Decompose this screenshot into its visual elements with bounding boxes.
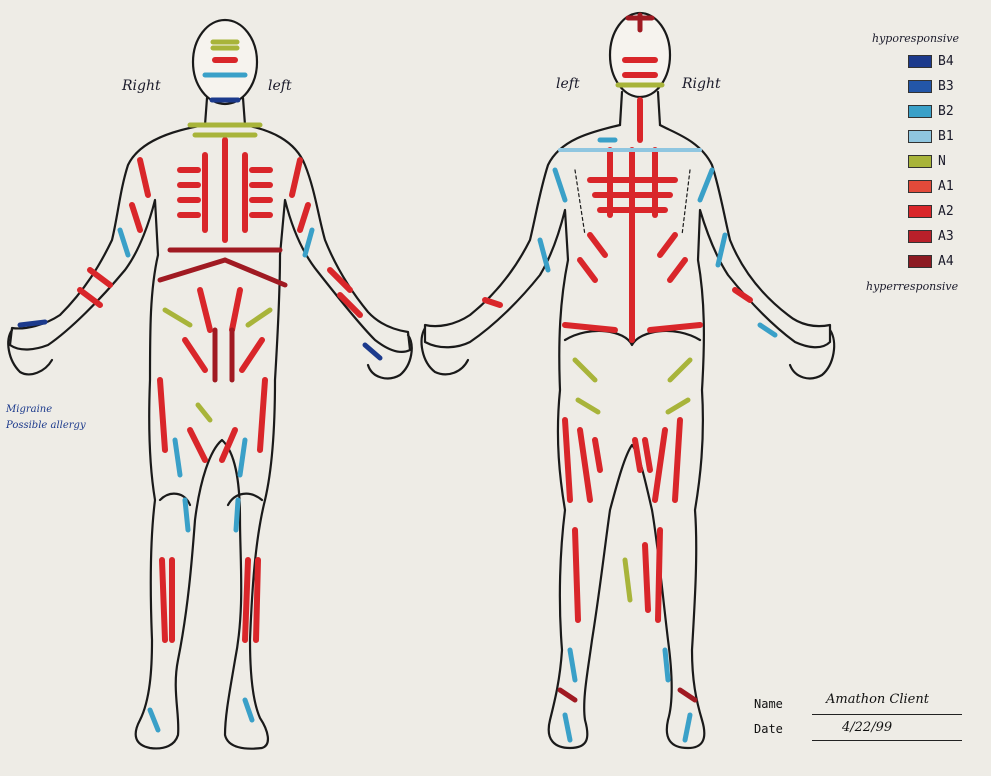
legend-label-b3: B3: [938, 79, 954, 94]
front-figure: [8, 20, 411, 749]
back-figure: [422, 13, 835, 748]
legend-row-a4: A4: [908, 254, 954, 268]
legend-label-a1: A1: [938, 179, 954, 194]
back-label-right: Right: [682, 76, 721, 92]
legend-swatch-a4: [908, 255, 932, 268]
legend-label-n: N: [938, 154, 946, 169]
legend-row-b4: B4: [908, 54, 954, 68]
legend-label-b2: B2: [938, 104, 954, 119]
legend-row-a2: A2: [908, 204, 954, 218]
legend-row-b2: B2: [908, 104, 954, 118]
name-label: Name: [754, 697, 783, 711]
front-label-left: left: [268, 78, 292, 94]
legend-row-n: N: [908, 154, 946, 168]
legend-swatch-a1: [908, 180, 932, 193]
side-note-line-2: Possible allergy: [6, 420, 86, 431]
date-label: Date: [754, 722, 783, 736]
front-marks: [20, 42, 380, 730]
legend-row-b3: B3: [908, 79, 954, 93]
legend-label-a3: A3: [938, 229, 954, 244]
legend-swatch-b2: [908, 105, 932, 118]
legend-swatch-n: [908, 155, 932, 168]
front-label-right: Right: [122, 78, 161, 94]
legend-label-b1: B1: [938, 129, 954, 144]
back-label-left: left: [556, 76, 580, 92]
legend-title-bottom: hyperresponsive: [866, 280, 958, 293]
legend-swatch-b1: [908, 130, 932, 143]
legend-row-b1: B1: [908, 129, 954, 143]
legend-label-b4: B4: [938, 54, 954, 69]
legend-title-top: hyporesponsive: [872, 32, 959, 45]
name-value: Amathon Client: [826, 692, 929, 707]
legend-swatch-b3: [908, 80, 932, 93]
date-line: [812, 740, 962, 741]
legend-swatch-a3: [908, 230, 932, 243]
legend-row-a1: A1: [908, 179, 954, 193]
name-line: [812, 714, 962, 715]
legend-swatch-a2: [908, 205, 932, 218]
back-marks: [485, 15, 775, 740]
legend-swatch-b4: [908, 55, 932, 68]
legend-label-a4: A4: [938, 254, 954, 269]
date-value: 4/22/99: [842, 720, 892, 735]
legend-row-a3: A3: [908, 229, 954, 243]
side-note-line-1: Migraine: [6, 404, 52, 415]
legend-label-a2: A2: [938, 204, 954, 219]
